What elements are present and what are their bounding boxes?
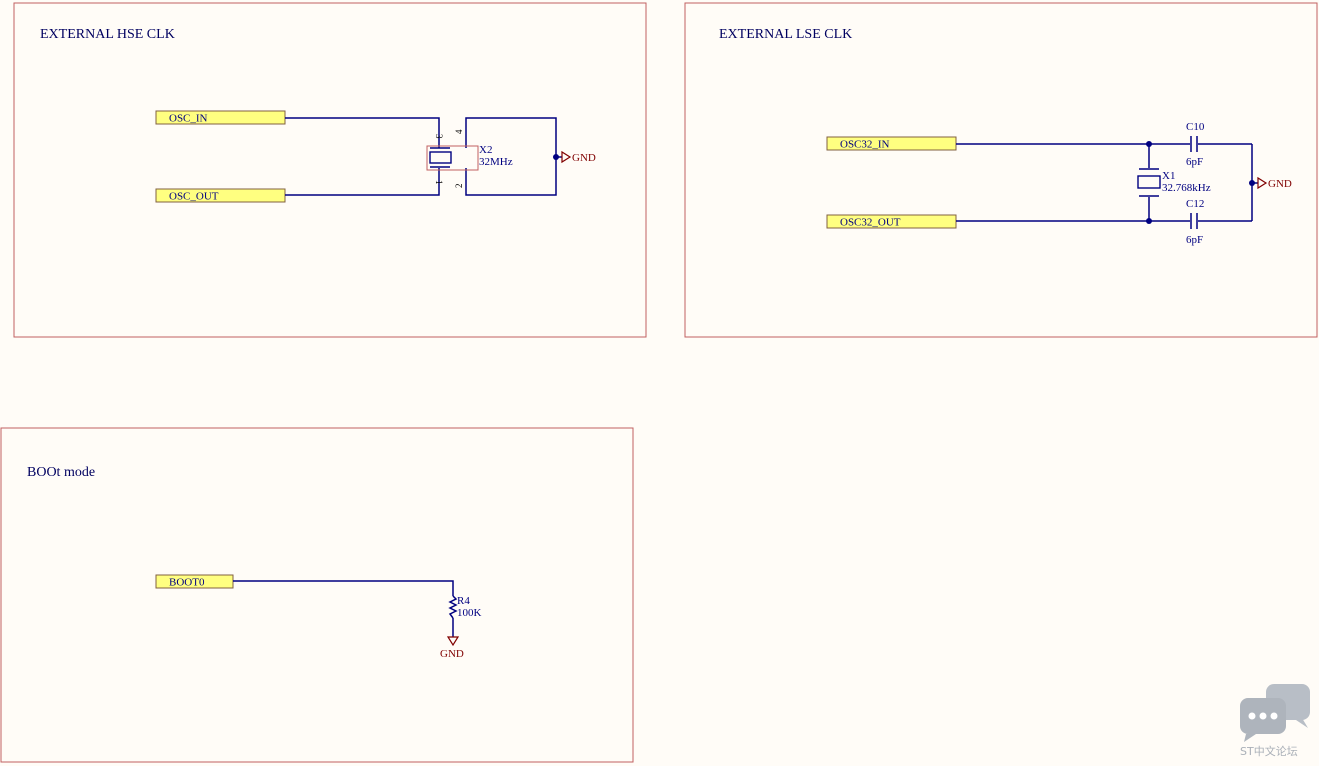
hse-junction xyxy=(553,154,559,160)
lse-junction-gnd xyxy=(1249,180,1255,186)
lse-cap-c12-value: 6pF xyxy=(1186,234,1203,246)
lse-net-osc32-out[interactable]: OSC32_OUT xyxy=(826,214,957,229)
lse-panel-title: EXTERNAL LSE CLK xyxy=(719,27,852,42)
boot-gnd-arrow-icon xyxy=(446,636,460,647)
lse-junction-bottom xyxy=(1146,218,1152,224)
lse-cap-c10[interactable]: C10 6pF xyxy=(1186,121,1205,168)
hse-crystal-x2[interactable]: 3 4 1 2 X2 32MHz xyxy=(426,129,513,189)
boot-net-boot0-label: BOOT0 xyxy=(169,577,205,589)
hse-net-osc-out-label: OSC_OUT xyxy=(169,191,219,203)
hse-pin-2: 2 xyxy=(454,184,464,189)
boot-gnd-label: GND xyxy=(440,648,464,660)
boot-resistor-zigzag xyxy=(448,595,458,619)
lse-crystal-x1[interactable]: X1 32.768kHz xyxy=(1137,168,1211,197)
lse-net-osc32-out-label: OSC32_OUT xyxy=(840,217,901,229)
watermark-text: ST中文论坛 xyxy=(1240,745,1298,758)
lse-crystal-ref: X1 xyxy=(1162,170,1175,182)
hse-net-osc-in[interactable]: OSC_IN xyxy=(155,110,286,125)
lse-gnd-label: GND xyxy=(1268,178,1292,190)
hse-net-osc-out[interactable]: OSC_OUT xyxy=(155,188,286,203)
hse-gnd-arrow-icon xyxy=(561,150,572,164)
hse-wire-osc-in xyxy=(285,117,440,148)
boot-panel-title: BOOt mode xyxy=(27,465,95,480)
boot-panel: BOOt mode BOOT0 R4 100K GND xyxy=(0,427,634,763)
lse-gnd-arrow-icon xyxy=(1257,176,1268,190)
hse-pin-4: 4 xyxy=(454,129,464,134)
boot-resistor-value: 100K xyxy=(457,607,482,619)
lse-panel: EXTERNAL LSE CLK OSC32_IN OSC32_OUT xyxy=(684,2,1318,338)
hse-panel-title: EXTERNAL HSE CLK xyxy=(40,27,175,42)
lse-gnd: GND xyxy=(1257,176,1292,190)
hse-panel: EXTERNAL HSE CLK OSC_IN OSC_OUT 3 4 xyxy=(13,2,647,338)
lse-cap-c12[interactable]: C12 6pF xyxy=(1186,198,1204,246)
boot-panel-frame xyxy=(0,427,634,763)
boot-wires xyxy=(233,580,454,637)
lse-cap-c10-value: 6pF xyxy=(1186,156,1203,168)
boot-net-boot0[interactable]: BOOT0 xyxy=(155,574,234,589)
hse-crystal-value: 32MHz xyxy=(479,156,513,168)
hse-panel-frame xyxy=(13,2,647,338)
hse-pin-3: 3 xyxy=(434,134,444,139)
boot-resistor-ref: R4 xyxy=(457,595,470,607)
lse-net-osc32-in[interactable]: OSC32_IN xyxy=(826,136,957,151)
hse-pin-1: 1 xyxy=(434,180,444,185)
lse-cap-c12-ref: C12 xyxy=(1186,198,1204,210)
lse-net-osc32-in-label: OSC32_IN xyxy=(840,139,890,151)
hse-crystal-body xyxy=(429,151,452,164)
boot-resistor-r4[interactable]: R4 100K xyxy=(448,595,482,619)
hse-wire-osc-out xyxy=(285,168,440,196)
hse-crystal-ref: X2 xyxy=(479,144,492,156)
hse-net-osc-in-label: OSC_IN xyxy=(169,113,208,125)
hse-gnd-label: GND xyxy=(572,152,596,164)
hse-wires xyxy=(285,117,562,196)
lse-crystal-value: 32.768kHz xyxy=(1162,182,1211,194)
lse-crystal-body xyxy=(1137,175,1161,189)
boot-gnd: GND xyxy=(440,636,464,660)
boot-wire-main xyxy=(233,580,454,596)
lse-junction-top xyxy=(1146,141,1152,147)
hse-gnd: GND xyxy=(561,150,596,164)
chat-bubbles-icon xyxy=(1240,684,1310,742)
lse-wires xyxy=(956,141,1258,224)
hse-crystal-outline xyxy=(426,145,479,171)
lse-panel-frame xyxy=(684,2,1318,338)
lse-cap-c10-ref: C10 xyxy=(1186,121,1205,133)
